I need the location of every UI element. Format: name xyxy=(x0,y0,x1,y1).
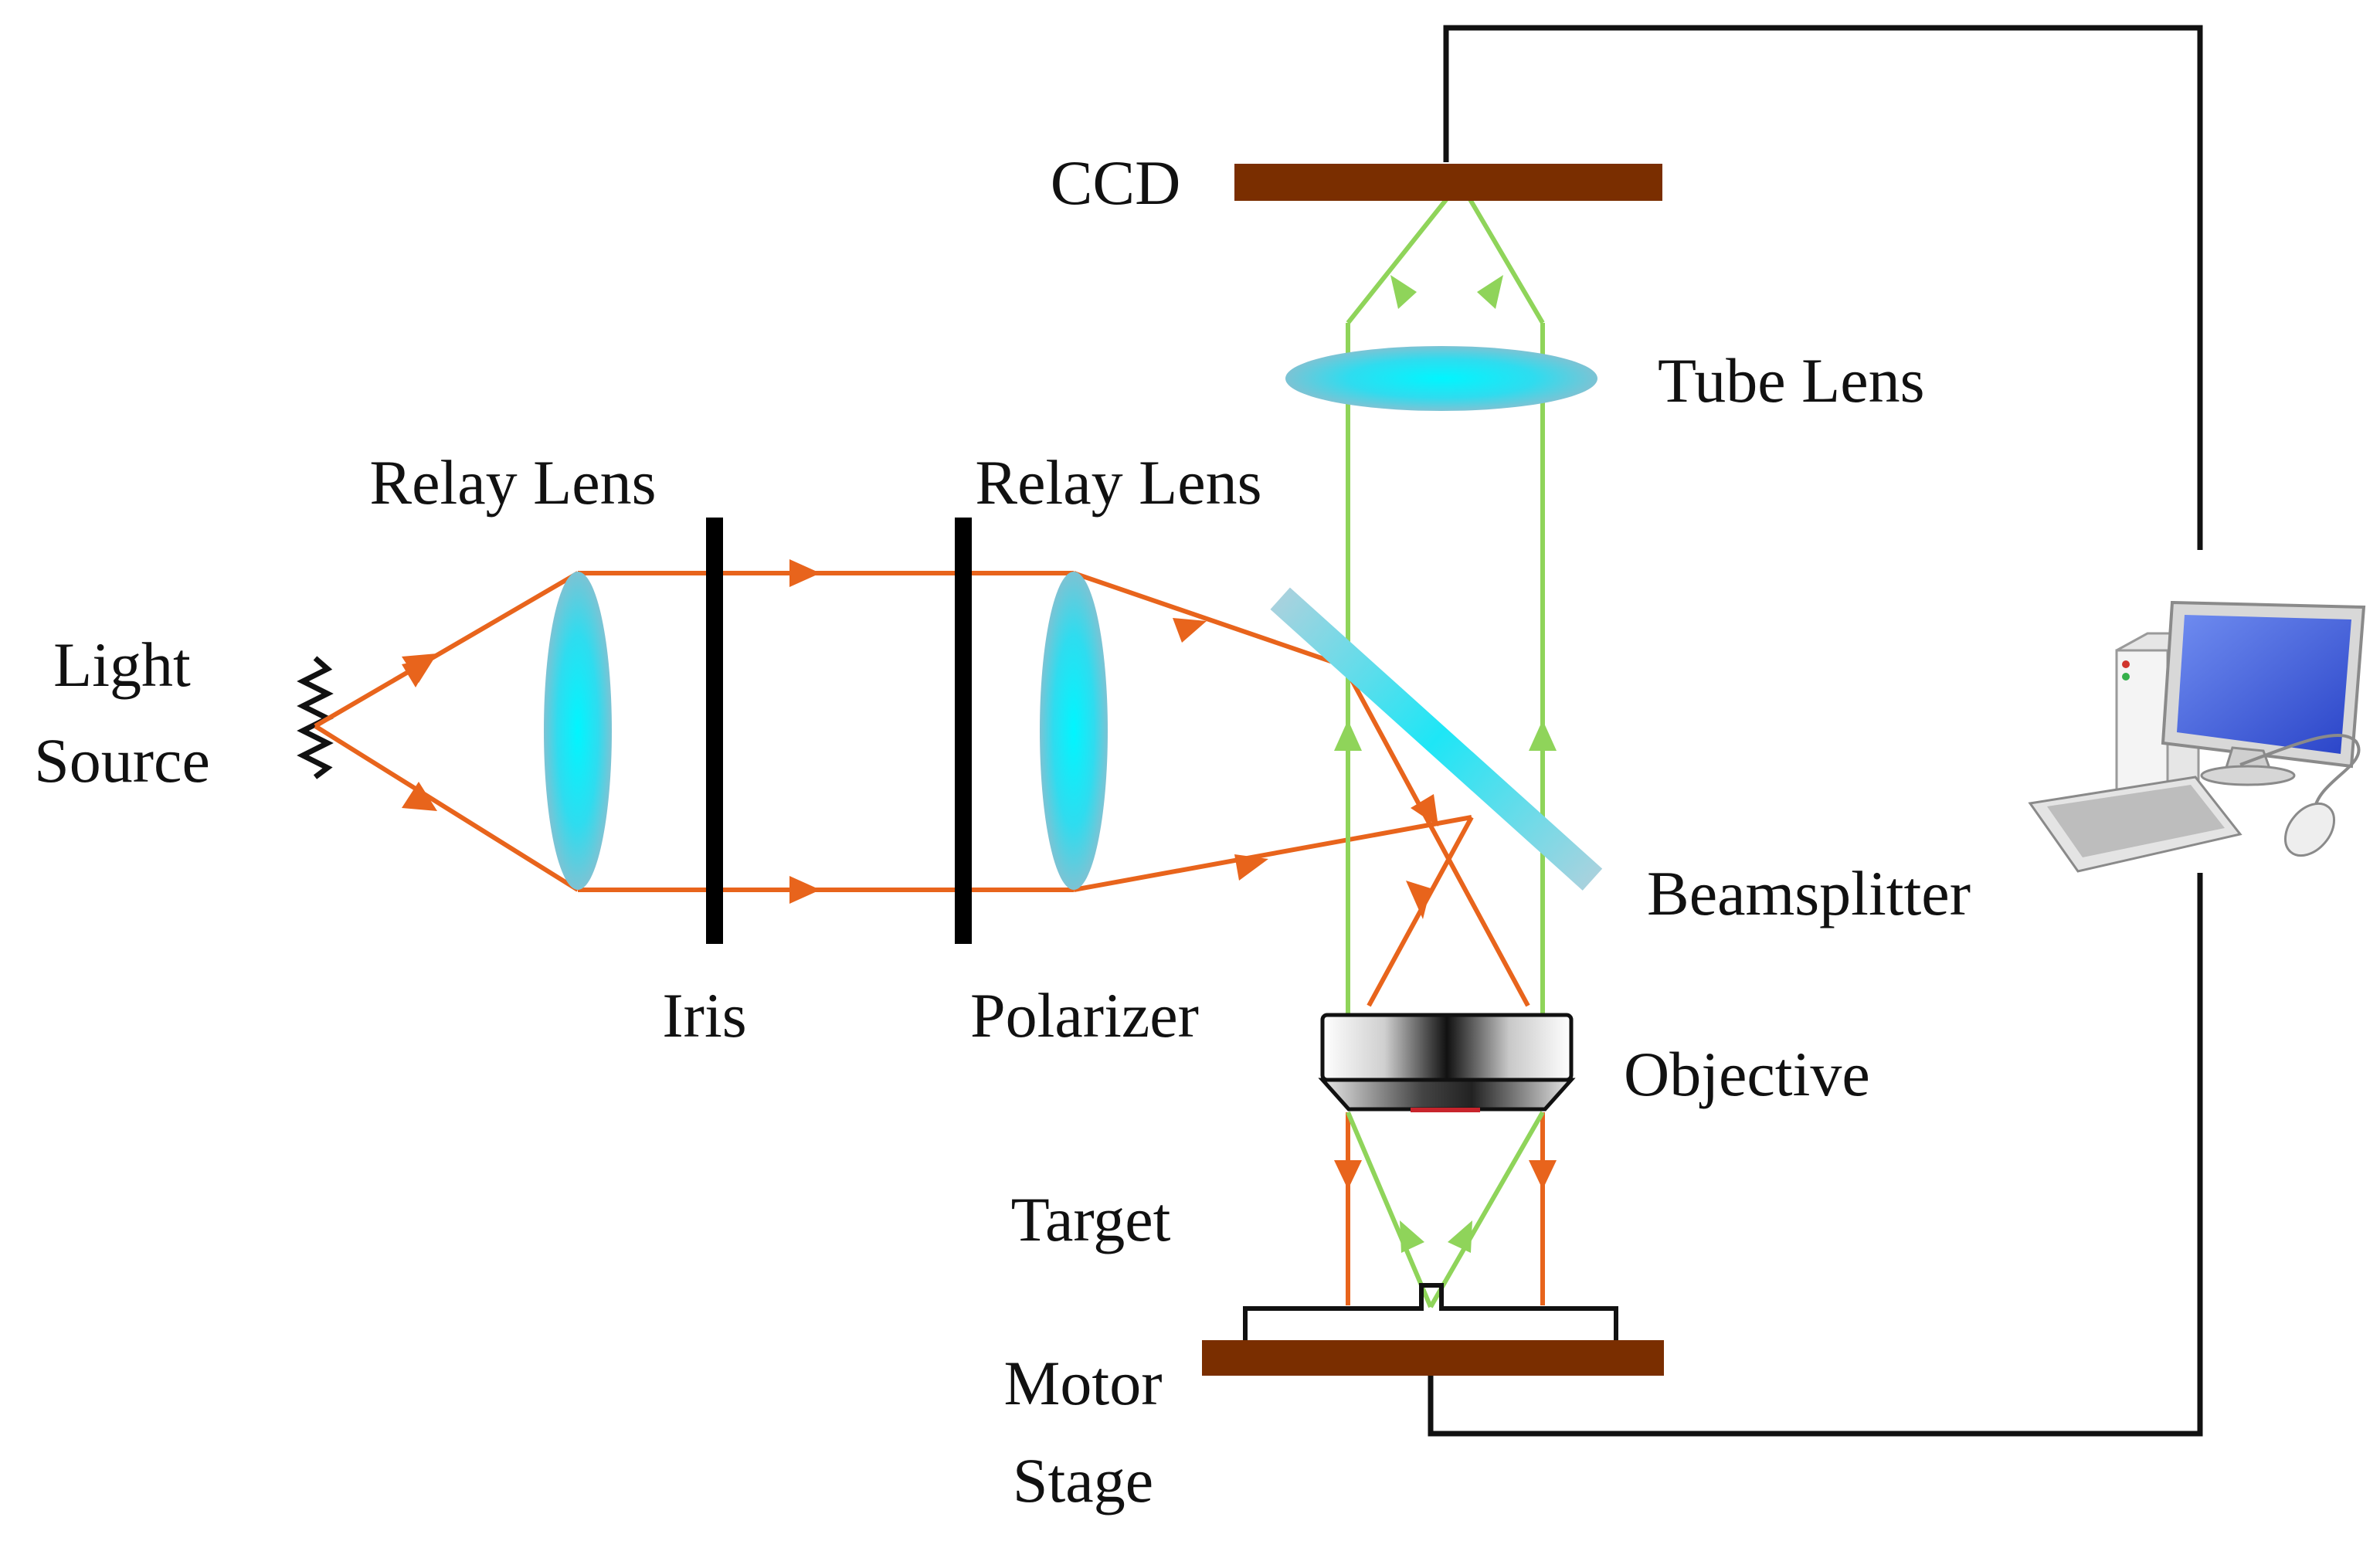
iris-label: Iris xyxy=(662,980,746,1051)
ccd-wire xyxy=(1443,25,2203,550)
motor-stage xyxy=(1202,1340,1664,1376)
objective-icon xyxy=(1318,1013,1576,1112)
illumination-rays xyxy=(314,571,1545,1305)
tube-lens xyxy=(1285,346,1597,411)
computer-icon xyxy=(2028,600,2366,873)
polarizer-label: Polarizer xyxy=(970,980,1199,1051)
target-label: Target xyxy=(1011,1184,1171,1254)
polarizer xyxy=(955,518,972,944)
relay-lens-1 xyxy=(544,572,612,890)
imaging-arrows xyxy=(1334,275,1557,1253)
light-source-label-line2: Source xyxy=(34,725,210,796)
objective-label: Objective xyxy=(1624,1039,1870,1109)
control-wires xyxy=(1428,25,2203,1437)
stage-wire xyxy=(1428,873,2203,1437)
target-sample xyxy=(1243,1283,1618,1340)
relay-lens-1-label: Relay Lens xyxy=(369,447,656,518)
relay-lens-2 xyxy=(1040,572,1108,890)
tube-lens-label: Tube Lens xyxy=(1658,345,1925,416)
light-source-icon xyxy=(297,656,334,779)
labels: Light Source Relay Lens Relay Lens Iris … xyxy=(34,148,1971,1516)
light-source-label-line1: Light xyxy=(53,630,191,700)
beamsplitter xyxy=(1270,587,1603,891)
motor-stage-label-line2: Stage xyxy=(1013,1445,1153,1516)
iris xyxy=(706,518,723,944)
ccd-label: CCD xyxy=(1051,148,1181,218)
illumination-arrows xyxy=(402,559,1557,1190)
motor-stage-label-line1: Motor xyxy=(1004,1348,1163,1418)
beamsplitter-label: Beamsplitter xyxy=(1647,858,1971,928)
relay-lens-2-label: Relay Lens xyxy=(975,447,1261,518)
ccd-sensor xyxy=(1234,164,1662,201)
